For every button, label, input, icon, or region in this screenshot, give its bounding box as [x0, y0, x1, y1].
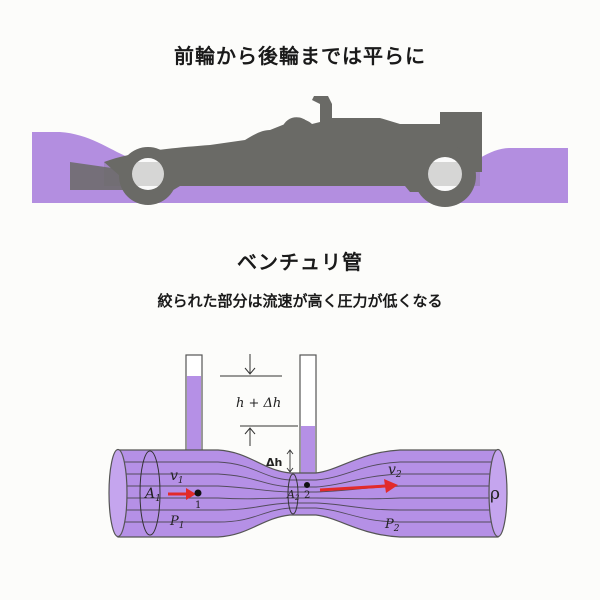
subheading-venturi-principle: 絞られた部分は流速が高く圧力が低くなる	[157, 292, 443, 310]
inlet-end-cap	[108, 448, 128, 538]
delta-h-dimension	[286, 449, 294, 473]
velocity-v2-label: v2	[388, 462, 402, 480]
heading-venturi-tube: ベンチュリ管	[237, 250, 363, 274]
area-a2-label: A2	[286, 488, 300, 502]
point-2-label: 2	[304, 490, 310, 501]
outlet-end-cap	[488, 448, 508, 538]
velocity-v1-label: v1	[170, 468, 184, 486]
cross-section-a2	[287, 473, 299, 515]
point-1-label: 1	[195, 500, 201, 511]
cross-section-a1	[139, 450, 161, 536]
f1-car-illustration	[32, 96, 568, 207]
pressure-p2-label: P2	[384, 517, 400, 534]
height-dimension	[220, 354, 298, 446]
heading-flat-floor: 前輪から後輪までは平らに	[174, 44, 426, 68]
car-silhouette	[70, 96, 482, 192]
density-rho-label: ρ	[490, 484, 500, 504]
rear-wheel	[414, 145, 476, 207]
measurement-point-2	[304, 482, 310, 488]
front-wheel	[119, 147, 177, 205]
measurement-point-1	[194, 489, 202, 497]
flow-arrow-outlet	[319, 479, 398, 493]
venturi-tube-diagram: h + Δh Δh 1 2 v1 v2 A1 A2 P1 P2 ρ	[108, 354, 508, 538]
area-a1-label: A1	[143, 486, 161, 504]
pressure-p1-label: P1	[169, 514, 184, 531]
height-label: h + Δh	[236, 396, 281, 411]
flow-arrow-inlet	[168, 488, 196, 500]
delta-h-label: Δh	[266, 456, 282, 469]
